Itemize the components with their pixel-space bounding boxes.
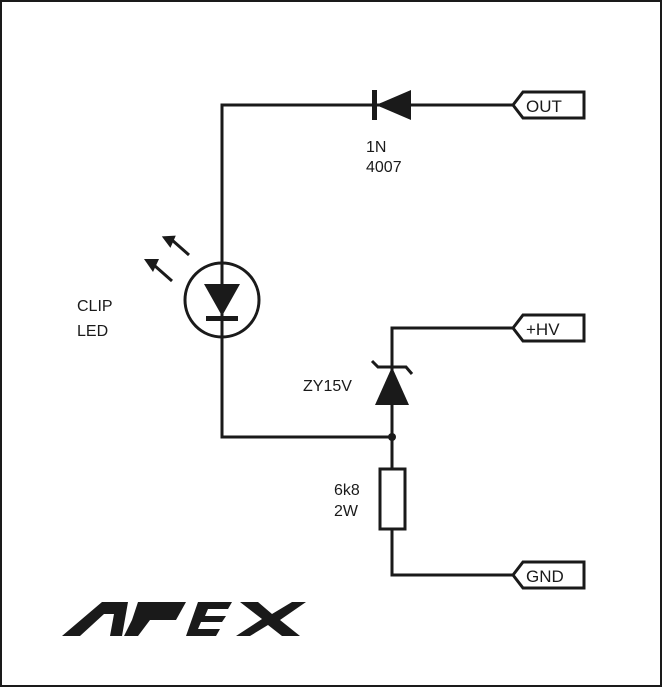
port-out: OUT <box>511 90 586 120</box>
zener-diode <box>370 359 414 405</box>
junction-dot <box>388 433 396 441</box>
apex-logo <box>62 602 306 636</box>
diode-1n4007 <box>372 90 411 120</box>
wire-right-branch <box>390 326 513 577</box>
resistor-label-line2: 2W <box>334 503 359 520</box>
light-emission-arrows-icon <box>144 235 190 283</box>
resistor-label-line1: 6k8 <box>334 482 360 499</box>
led-label-line1: CLIP <box>77 298 113 315</box>
zener-label: ZY15V <box>303 378 352 395</box>
port-gnd: GND <box>511 560 586 590</box>
port-hv-label: +HV <box>526 320 560 339</box>
port-gnd-label: GND <box>526 567 564 586</box>
clip-led <box>183 261 261 339</box>
diode-label-line2: 4007 <box>366 159 402 176</box>
port-hv: +HV <box>511 313 586 343</box>
led-label-line2: LED <box>77 323 108 340</box>
port-out-label: OUT <box>526 97 562 116</box>
diode-label-line1: 1N <box>366 139 386 156</box>
resistor-6k8 <box>378 467 407 531</box>
